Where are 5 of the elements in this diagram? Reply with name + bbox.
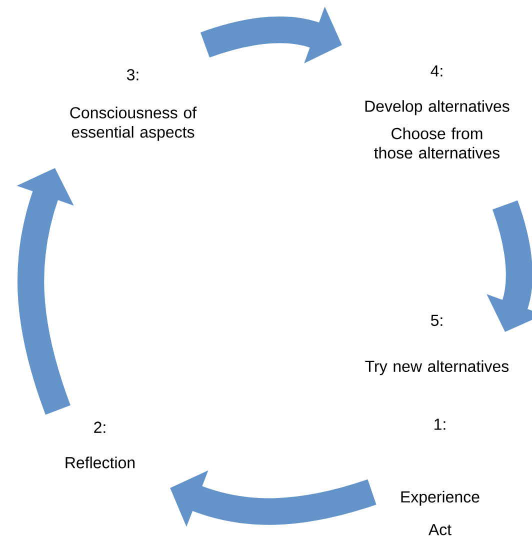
step-label: 3: Consciousness of essential aspects	[70, 69, 197, 141]
step-label: 2: Reflection	[66, 422, 135, 468]
step-label: 5: Try new alternatives	[365, 314, 509, 376]
step-label: 1: Experience Act	[401, 418, 480, 536]
step-label: 4: Develop alternatives Choose from those alternatives	[365, 65, 510, 159]
